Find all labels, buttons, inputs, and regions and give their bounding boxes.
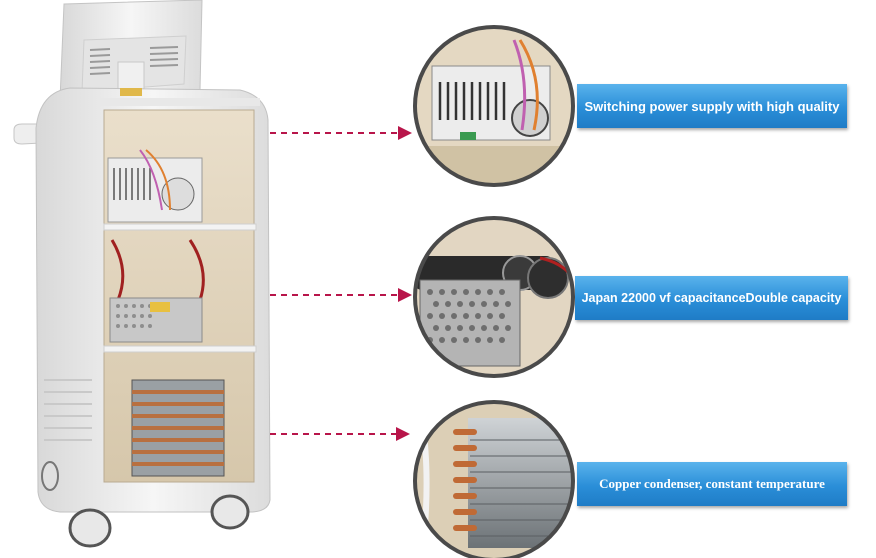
caster-wheels	[41, 461, 250, 548]
zoom-circle-power-supply	[413, 25, 575, 187]
arrow-right-icon	[396, 427, 410, 441]
callout-power-supply-text: Switching power supply with high quality	[584, 98, 840, 114]
callout-capacitor-text: Japan 22000 vf capacitanceDouble capacit…	[581, 291, 842, 305]
callout-power-supply: Switching power supply with high quality	[577, 84, 847, 128]
arrow-right-icon	[398, 288, 412, 302]
callout-condenser: Copper condenser, constant temperature	[577, 462, 847, 506]
machine-cabinet	[13, 0, 271, 548]
zoom-circle-capacitor	[413, 216, 575, 378]
zoom-circle-condenser	[413, 400, 575, 558]
arrow-right-icon	[398, 126, 412, 140]
callout-capacitor: Japan 22000 vf capacitanceDouble capacit…	[575, 276, 848, 320]
pointer-arrows	[270, 126, 412, 441]
display-screen	[59, 0, 203, 101]
callout-condenser-text: Copper condenser, constant temperature	[599, 476, 825, 491]
